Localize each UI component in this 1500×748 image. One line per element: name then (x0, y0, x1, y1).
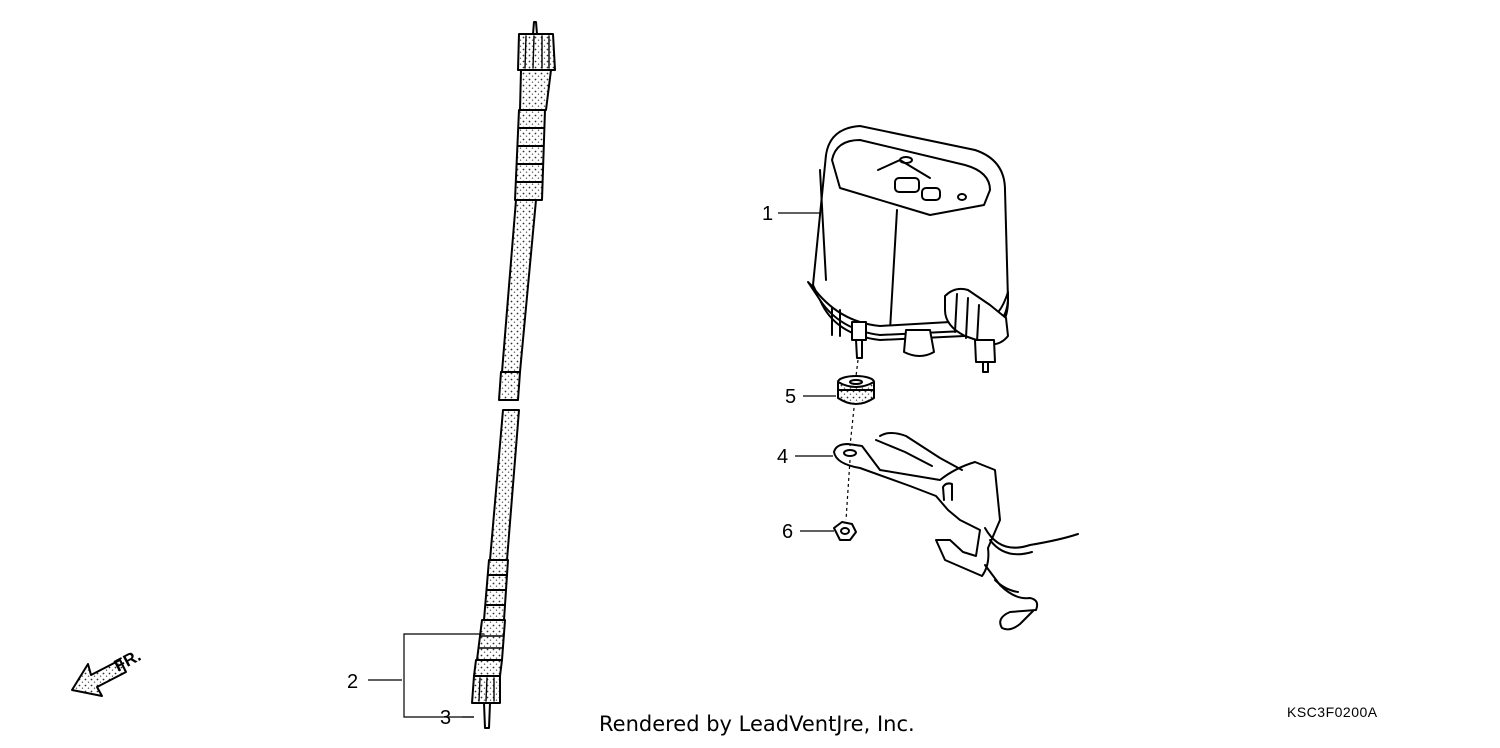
callout-3: 3 (440, 707, 451, 729)
speedometer-assembly (807, 125, 1009, 373)
cable-lower-section (471, 409, 520, 729)
diagram-code: KSC3F0200A (1287, 704, 1378, 720)
callout-2: 2 (347, 671, 358, 693)
callout-1: 1 (762, 203, 773, 225)
assembly-axis-lines (845, 359, 859, 521)
front-direction-arrow-icon: FR. (71, 646, 144, 697)
callout-5: 5 (785, 386, 796, 408)
rubber-grommet (837, 375, 875, 405)
meter-bracket (833, 432, 1079, 631)
callout-leaders (368, 212, 836, 718)
render-credit: Rendered by LeadVentJre, Inc. (599, 712, 915, 736)
flange-nut (833, 521, 857, 541)
callout-6: 6 (782, 521, 793, 543)
callout-4: 4 (777, 446, 788, 468)
speedometer-cable (471, 21, 556, 729)
cable-upper-section (498, 21, 556, 401)
